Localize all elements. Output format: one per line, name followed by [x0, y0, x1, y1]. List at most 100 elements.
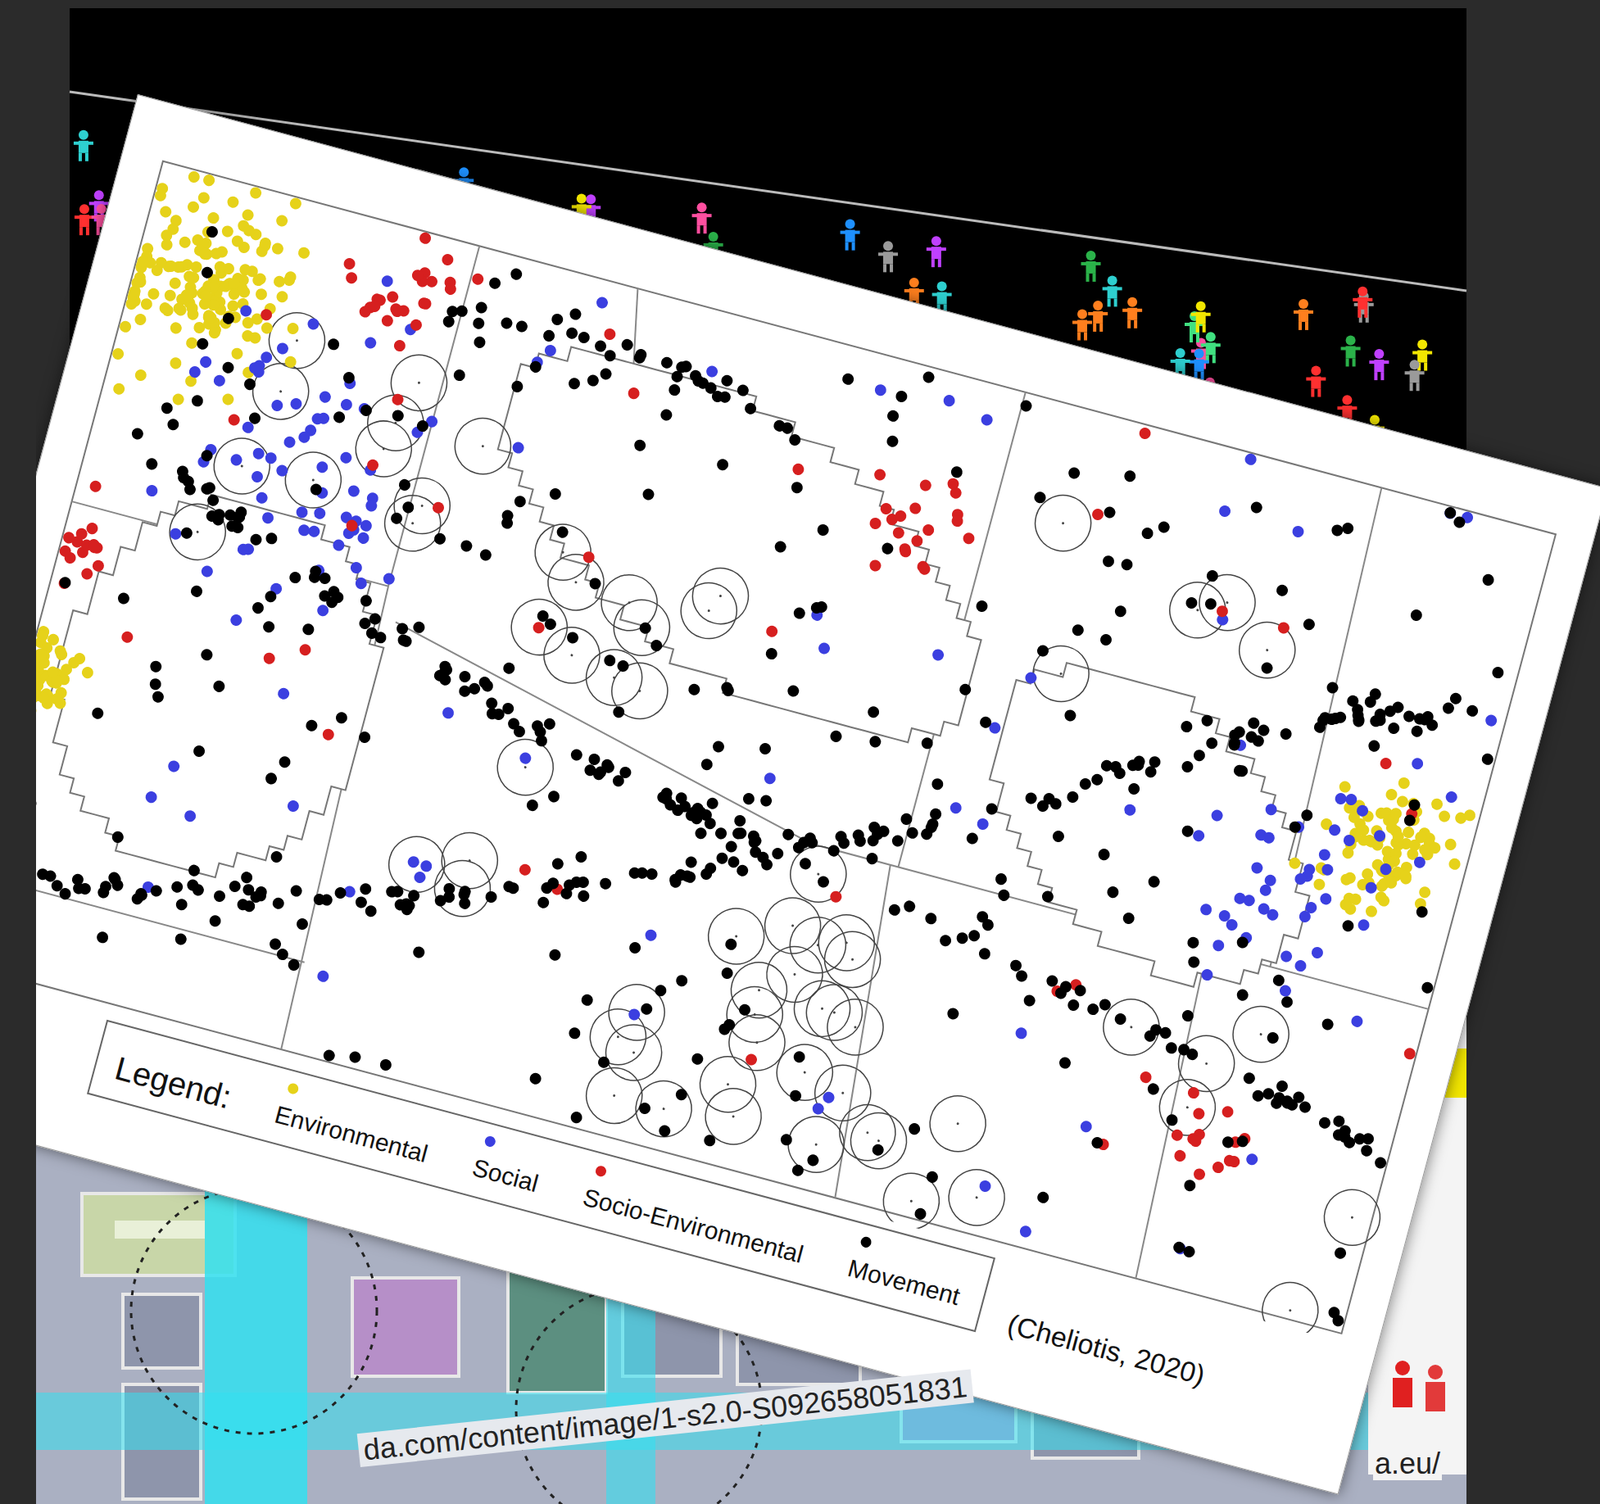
- agent-dot: [1164, 1041, 1179, 1056]
- agent-dot: [484, 696, 499, 711]
- agent-dot: [173, 932, 188, 947]
- agent-dot: [1036, 1190, 1051, 1205]
- agent-dot: [365, 457, 380, 472]
- figure-arms: [1352, 298, 1373, 302]
- agent-dot: [1452, 515, 1467, 530]
- person-figure: [1189, 349, 1210, 381]
- agent-dot: [170, 879, 185, 894]
- agent-dot: [385, 290, 400, 304]
- tree-trunk: [570, 653, 574, 658]
- agent-dot: [791, 462, 806, 476]
- legend-item: Movement: [844, 1234, 969, 1312]
- agent-dot: [1364, 904, 1378, 919]
- agent-dot: [1330, 523, 1345, 538]
- agent-dot: [74, 526, 89, 541]
- agent-dot: [1051, 829, 1066, 844]
- agent-dot: [711, 739, 726, 754]
- agent-dot: [395, 621, 410, 636]
- agent-dot: [331, 410, 346, 425]
- agent-dot: [1484, 713, 1499, 728]
- agent-dot: [1019, 398, 1034, 413]
- agent-dot: [637, 1101, 652, 1116]
- agent-dot: [190, 883, 205, 898]
- agent-dot: [396, 633, 411, 648]
- agent-dot: [789, 480, 804, 495]
- agent-dot: [984, 802, 999, 816]
- map-content: [36, 161, 1564, 1352]
- agent-dot: [390, 392, 405, 407]
- tree-trunk: [311, 478, 315, 482]
- agent-dot: [1402, 1047, 1417, 1061]
- figure-head: [708, 231, 719, 242]
- agent-dot: [1398, 869, 1413, 884]
- agent-dot: [301, 622, 316, 637]
- figure-leg: [1092, 323, 1097, 332]
- agent-dot: [743, 1052, 758, 1067]
- agent-dot: [319, 892, 334, 907]
- agent-dot: [1407, 797, 1422, 812]
- tree-canopy: [541, 548, 610, 617]
- agent-dot: [1344, 792, 1359, 807]
- agent-dot: [189, 584, 204, 599]
- agent-dot: [693, 826, 708, 841]
- agent-dot: [80, 566, 95, 581]
- figure-head: [1395, 1360, 1410, 1376]
- agent-dot: [186, 270, 201, 285]
- agent-dot: [566, 376, 581, 391]
- agent-dot: [321, 727, 336, 742]
- tree-trunk: [616, 1035, 621, 1039]
- agent-dot: [259, 350, 274, 365]
- agent-dot: [171, 392, 186, 407]
- agent-dot: [203, 310, 218, 325]
- agent-dot: [806, 1153, 821, 1168]
- tree-trunk: [1259, 1033, 1263, 1037]
- agent-dot: [518, 751, 533, 766]
- agent-dot: [659, 355, 674, 370]
- agent-dot: [177, 235, 192, 250]
- agent-dot: [942, 394, 957, 408]
- tree-canopy: [702, 901, 771, 970]
- tree-canopy: [607, 593, 676, 662]
- agent-dot: [297, 523, 312, 538]
- agent-dot: [1414, 905, 1429, 920]
- figure-head: [1196, 301, 1206, 312]
- tree-trunk: [417, 380, 422, 385]
- agent-dot: [459, 539, 474, 553]
- agent-dot: [633, 438, 648, 453]
- figure-head: [96, 203, 107, 214]
- agent-dot: [59, 662, 74, 677]
- tree-trunk: [791, 924, 795, 928]
- agent-dot: [286, 957, 301, 972]
- agent-dot: [277, 755, 292, 770]
- agent-dot: [1333, 710, 1348, 725]
- agent-dot: [872, 467, 887, 482]
- person-figure: [1087, 300, 1108, 332]
- figure-leg: [86, 226, 90, 236]
- agent-dot: [1443, 837, 1458, 852]
- agent-dot: [1263, 873, 1278, 888]
- agent-dot: [770, 846, 785, 861]
- agent-dot: [1265, 1030, 1280, 1045]
- zone-boundary: [388, 245, 480, 586]
- tree-trunk: [793, 973, 797, 977]
- agent-dot: [1378, 862, 1393, 877]
- agent-dot: [1048, 797, 1063, 812]
- tree-canopy: [784, 911, 853, 980]
- agent-dot: [258, 236, 272, 251]
- figure-arms: [1368, 360, 1389, 364]
- agent-dot: [167, 276, 182, 291]
- agent-dot: [1045, 974, 1060, 989]
- open-area: [36, 467, 411, 905]
- agent-dot: [251, 446, 266, 461]
- agent-dot: [1232, 891, 1247, 906]
- agent-dot: [1105, 885, 1120, 900]
- agent-dot: [263, 771, 278, 786]
- agent-dot: [253, 287, 268, 302]
- agent-dot: [271, 896, 286, 911]
- agent-dot: [253, 888, 268, 903]
- person-figure: [1102, 275, 1123, 307]
- agent-dot: [1360, 1132, 1375, 1147]
- agent-dot: [36, 707, 37, 721]
- agent-dot: [1180, 759, 1195, 774]
